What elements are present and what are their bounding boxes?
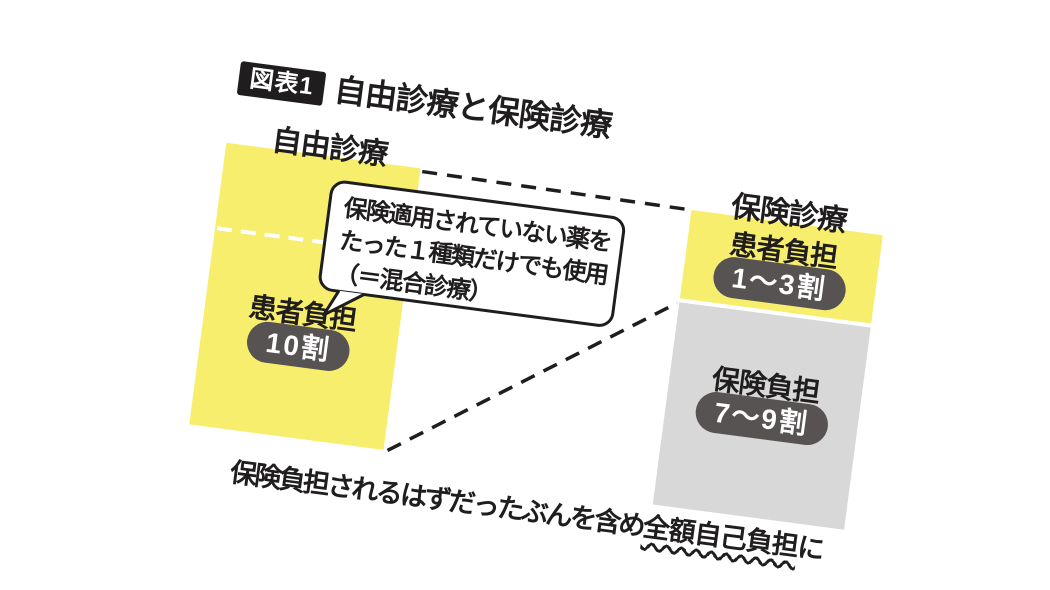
footnote-post-text: に (795, 531, 824, 565)
figure-tag-badge: 図表1 (236, 60, 327, 106)
footnote-pre-text: 保険負担されるはずだったぶんを含め (228, 457, 645, 542)
insurer-burden-band: 保険負担 7〜9割 (652, 302, 871, 530)
